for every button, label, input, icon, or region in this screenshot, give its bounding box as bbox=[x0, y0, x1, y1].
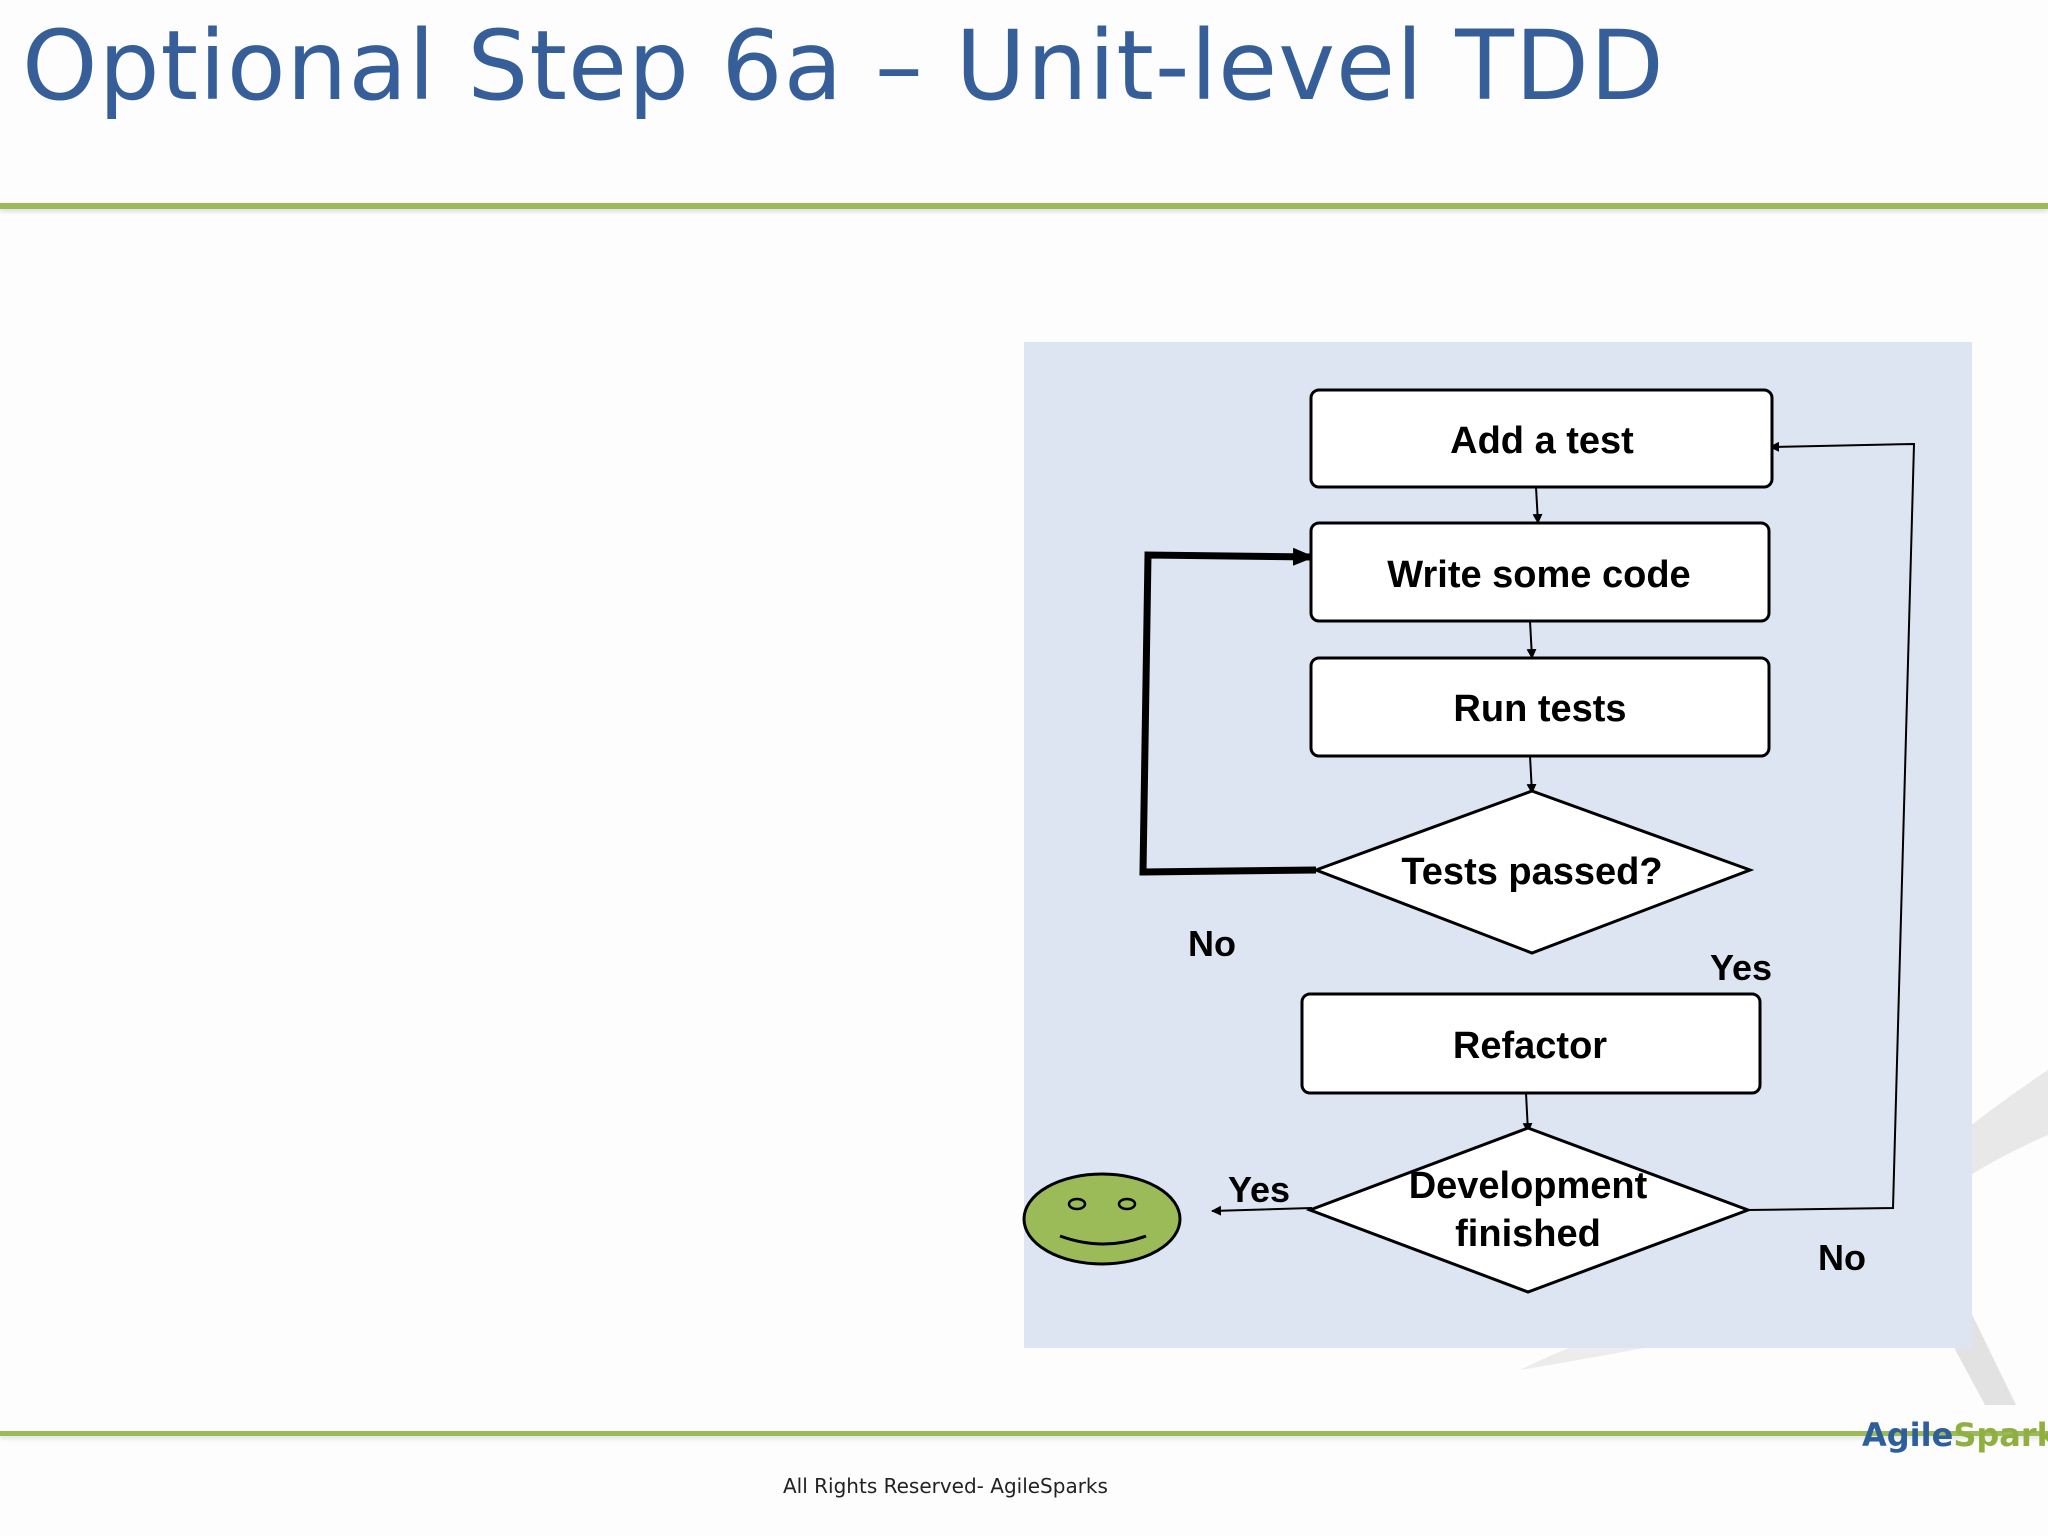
label-finished-no: No bbox=[1818, 1237, 1866, 1278]
arrow-run-to-decision bbox=[1526, 755, 1537, 794]
node-refactor: Refactor bbox=[1300, 992, 1762, 1095]
label-tests-yes: Yes bbox=[1710, 947, 1772, 988]
arrow-add-to-write bbox=[1532, 486, 1543, 524]
arrow-finished-no-to-add bbox=[1747, 441, 1916, 1211]
arrow-refactor-to-finished bbox=[1522, 1092, 1533, 1133]
node-run-tests-label: Run tests bbox=[1453, 688, 1626, 730]
node-run-tests: Run tests bbox=[1309, 656, 1771, 758]
decision-development-finished-line2: finished bbox=[1455, 1213, 1601, 1255]
label-tests-no: No bbox=[1188, 923, 1236, 964]
label-finished-yes: Yes bbox=[1228, 1169, 1290, 1210]
smiley-face-icon bbox=[1022, 1172, 1182, 1266]
node-write-code-label: Write some code bbox=[1387, 554, 1690, 596]
title-divider bbox=[0, 203, 2048, 209]
slide-title: Optional Step 6a – Unit-level TDD bbox=[22, 10, 1665, 122]
arrow-no-loop-to-write bbox=[1139, 547, 1317, 876]
decision-development-finished-line1: Development bbox=[1409, 1165, 1648, 1207]
node-refactor-label: Refactor bbox=[1453, 1025, 1607, 1067]
decision-tests-passed-label: Tests passed? bbox=[1401, 851, 1662, 893]
node-write-code: Write some code bbox=[1309, 521, 1771, 623]
decision-tests-passed: Tests passed? bbox=[1311, 789, 1755, 955]
footer-divider bbox=[0, 1431, 2048, 1436]
arrow-write-to-run bbox=[1526, 620, 1537, 659]
decision-development-finished: Development finished bbox=[1305, 1126, 1753, 1294]
agilesparks-logo: AgileSparks bbox=[1862, 1416, 2048, 1454]
node-add-test: Add a test bbox=[1309, 388, 1774, 489]
node-add-test-label: Add a test bbox=[1450, 420, 1634, 462]
footer-copyright: All Rights Reserved- AgileSparks bbox=[783, 1474, 1108, 1498]
arrow-finished-yes-to-smiley bbox=[1211, 1205, 1313, 1216]
